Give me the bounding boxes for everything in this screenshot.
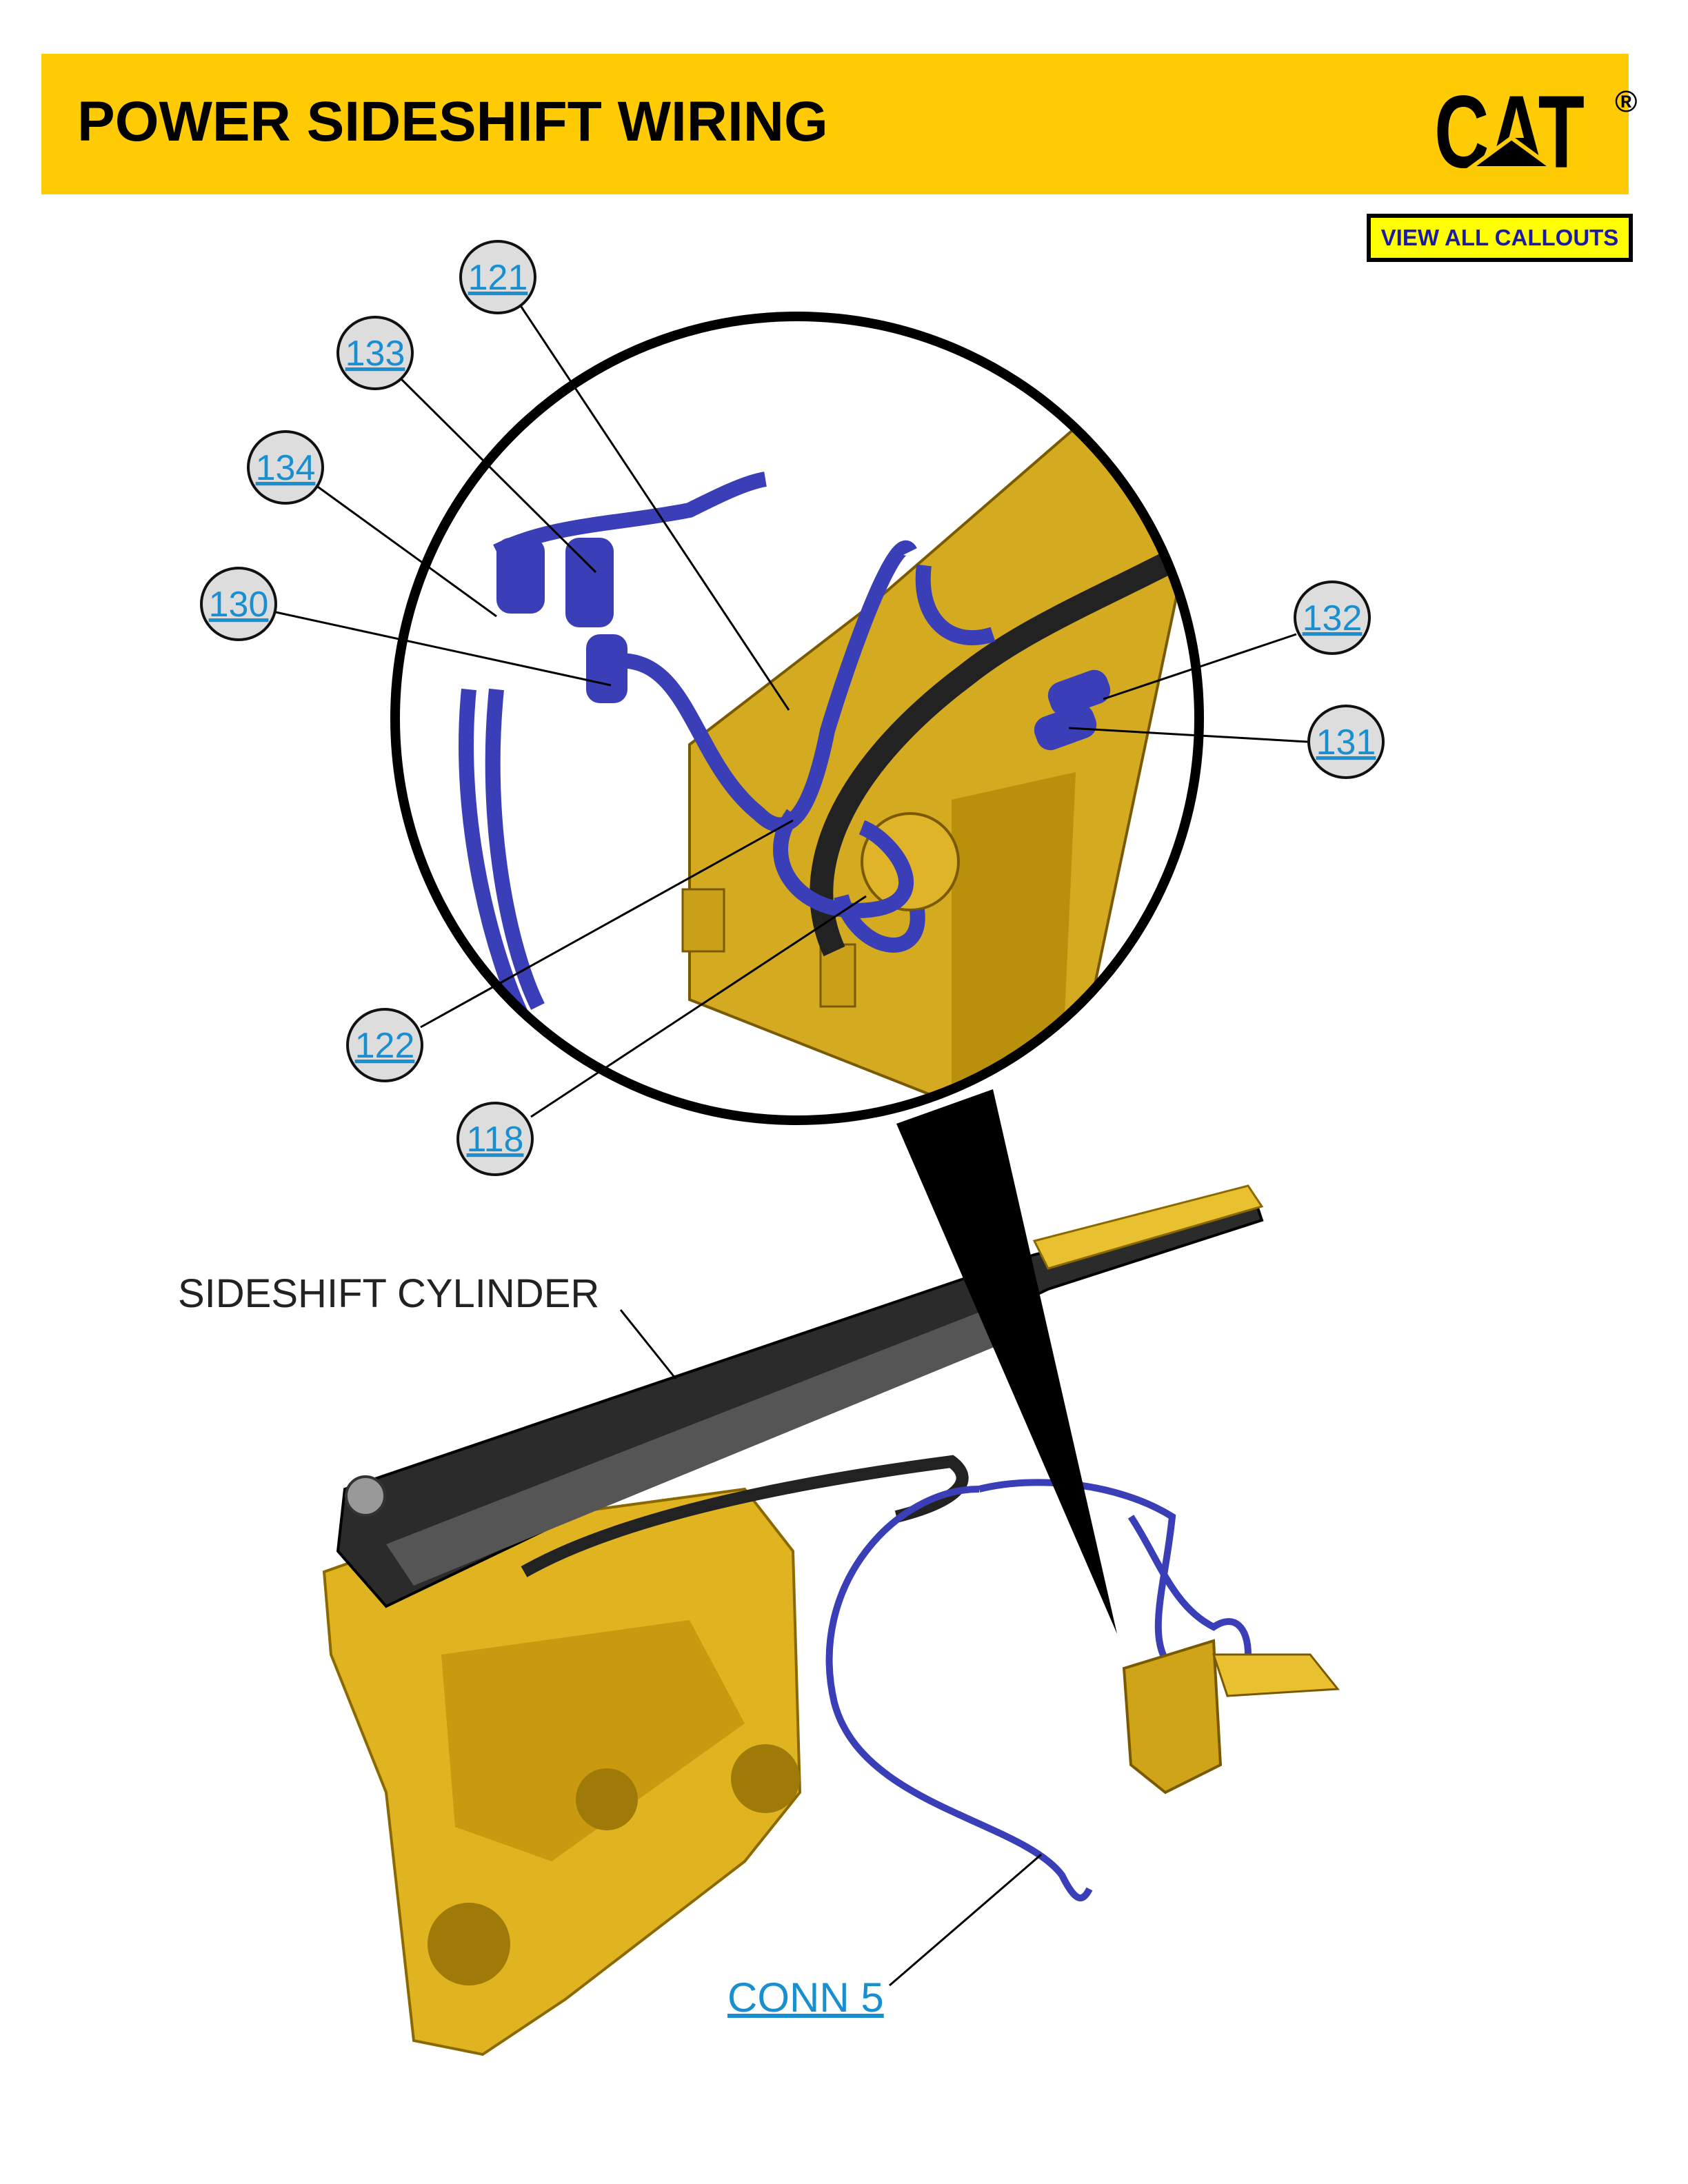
callout-133[interactable]: 133 [336, 316, 414, 390]
callout-132[interactable]: 132 [1294, 580, 1371, 655]
detail-magnifier [390, 312, 1204, 1125]
callout-134[interactable]: 134 [247, 430, 324, 505]
zoom-pointer [896, 1089, 1117, 1634]
valve-block [1122, 1639, 1340, 1794]
page-title: POWER SIDESHIFT WIRING [77, 90, 828, 153]
svg-text:133: 133 [345, 334, 405, 374]
blue-wire-harness [825, 1479, 1252, 1902]
sideshift-cylinder-label: SIDESHIFT CYLINDER [178, 1271, 599, 1316]
header-banner: POWER SIDESHIFT WIRING CAT ® [41, 54, 1637, 194]
svg-text:122: 122 [355, 1026, 415, 1066]
svg-text:131: 131 [1316, 722, 1376, 762]
machine-assembly [322, 1184, 1264, 2056]
svg-text:121: 121 [468, 258, 528, 298]
svg-text:134: 134 [256, 448, 316, 488]
registered-mark: ® [1615, 85, 1637, 119]
view-all-callouts-button[interactable]: VIEW ALL CALLOUTS [1367, 214, 1633, 262]
svg-text:130: 130 [209, 585, 269, 625]
callout-131[interactable]: 131 [1307, 705, 1385, 779]
callout-122[interactable]: 122 [346, 1008, 423, 1082]
cat-logo: CAT ® [1434, 74, 1637, 189]
svg-text:132: 132 [1303, 598, 1363, 638]
callout-121[interactable]: 121 [459, 240, 536, 314]
callout-leaders [275, 300, 1308, 1987]
svg-text:118: 118 [467, 1120, 524, 1160]
callout-130[interactable]: 130 [200, 567, 277, 641]
callout-118[interactable]: 118 [456, 1102, 534, 1176]
conn5-link[interactable]: CONN 5 [727, 1974, 884, 2021]
